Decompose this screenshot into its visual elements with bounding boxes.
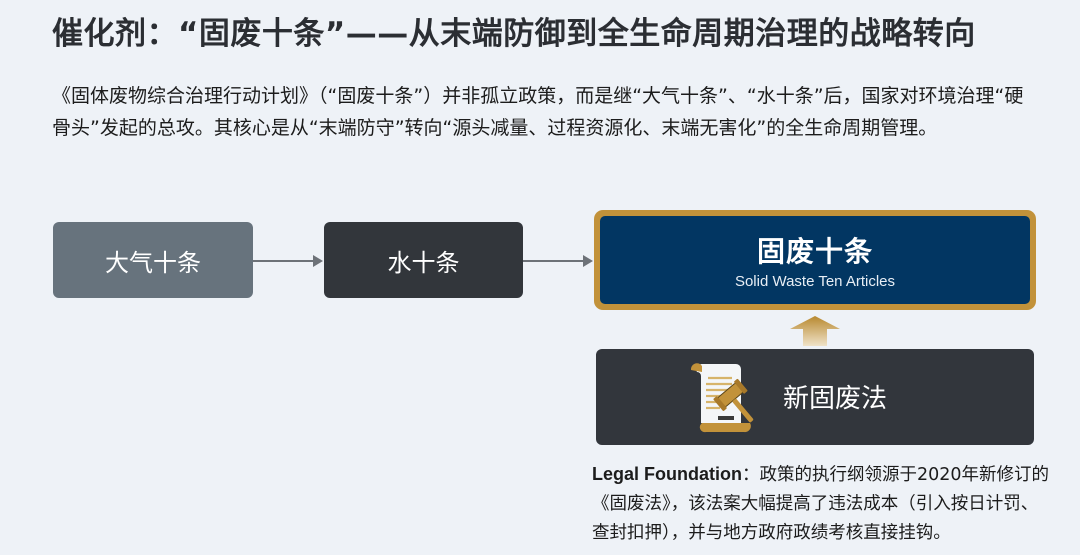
- legal-foundation-note: Legal Foundation：政策的执行纲领源于2020年新修订的《固废法》…: [592, 460, 1052, 548]
- note-text: 政策的执行纲领源于2020年新修订的《固废法》，该法案大幅提高了违法成本（引入按…: [592, 465, 1050, 543]
- intro-paragraph: 《固体废物综合治理行动计划》（“固废十条”）并非孤立政策，而是继“大气十条”、“…: [52, 85, 1024, 139]
- arrow-up-icon: [790, 316, 840, 346]
- foundation-label: 新固废法: [783, 384, 888, 414]
- step-air-ten-articles: 大气十条: [53, 222, 253, 298]
- step-air-label: 大气十条: [105, 248, 201, 277]
- main-box-title: 固废十条: [756, 235, 873, 268]
- arrow-right-icon: [523, 255, 593, 267]
- law-scroll-gavel-icon: [690, 363, 754, 433]
- note-label: Legal Foundation: [592, 464, 742, 484]
- step-water-label: 水十条: [387, 248, 460, 277]
- foundation-new-solid-waste-law: [596, 349, 1034, 445]
- step-solid-waste-ten-articles: 固废十条 Solid Waste Ten Articles: [594, 210, 1036, 310]
- main-box-subtitle: Solid Waste Ten Articles: [734, 273, 896, 290]
- main-box-inner: 固废十条 Solid Waste Ten Articles: [600, 216, 1030, 304]
- arrow-right-icon: [253, 255, 323, 267]
- step-water-ten-articles: 水十条: [324, 222, 523, 298]
- note-separator: ：: [742, 465, 760, 485]
- page-title: 催化剂：“固废十条”——从末端防御到全生命周期治理的战略转向: [52, 16, 976, 52]
